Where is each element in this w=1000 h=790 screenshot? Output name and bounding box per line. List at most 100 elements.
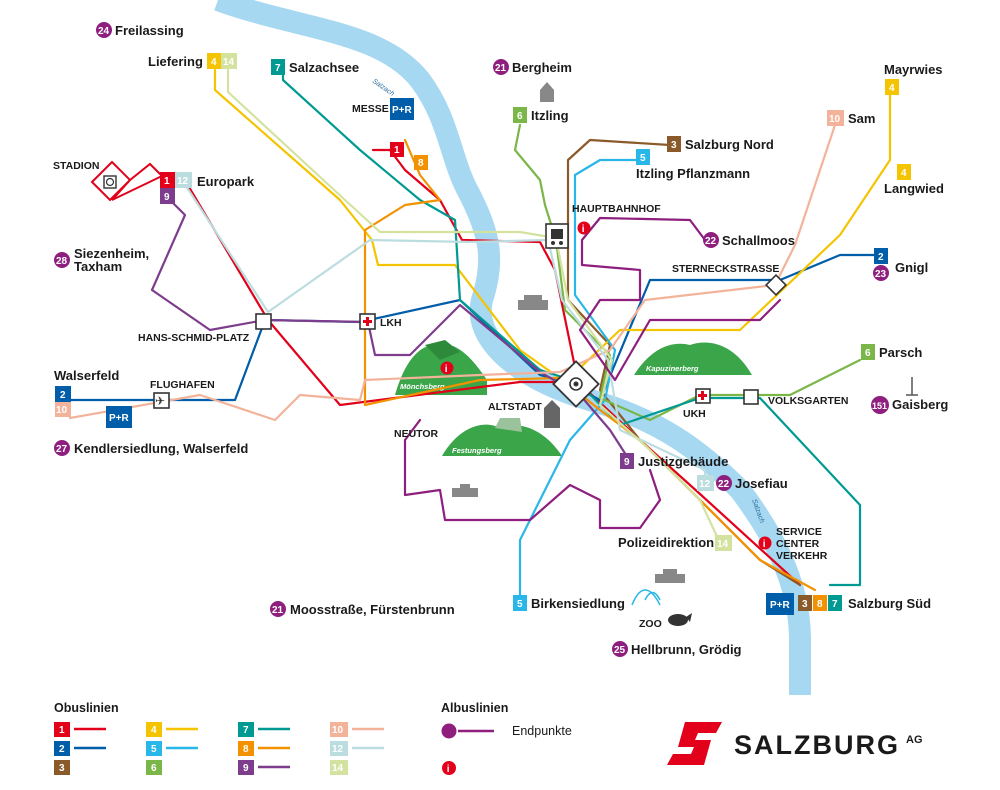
- stop-europark[interactable]: 1 12 9 Europark: [160, 172, 255, 204]
- stop-langwied[interactable]: 4 Langwied: [884, 164, 944, 196]
- stop-bergheim[interactable]: 21 Bergheim: [493, 59, 572, 75]
- hub-hauptbahnhof[interactable]: [545, 223, 569, 249]
- svg-text:P+R: P+R: [109, 413, 130, 424]
- hub-altstadt[interactable]: [552, 360, 600, 408]
- stop-kendlersiedlung[interactable]: 27 Kendlersiedlung, Walserfeld: [54, 440, 248, 456]
- legend-line-10: 10: [330, 722, 384, 737]
- svg-text:10: 10: [829, 114, 841, 125]
- stop-salzburg-nord[interactable]: 3 Salzburg Nord: [667, 136, 774, 152]
- svg-text:Gaisberg: Gaisberg: [892, 397, 948, 412]
- hill-label-kapuzinerberg: Kapuzinerberg: [646, 364, 699, 373]
- svg-text:5: 5: [517, 599, 523, 610]
- messe-line-1-badge: 1: [390, 142, 404, 157]
- svg-text:12: 12: [177, 176, 189, 187]
- svg-text:21: 21: [272, 605, 284, 616]
- legend: Obuslinien 1 2 3 4 5 6 7 8: [54, 701, 572, 775]
- info-icon-service-center[interactable]: i: [758, 536, 772, 551]
- rhino-icon: [668, 613, 692, 626]
- line-12-path: [184, 184, 707, 487]
- stop-walserfeld[interactable]: Walserfeld 2 10: [54, 368, 119, 417]
- svg-text:Taxham: Taxham: [74, 259, 122, 274]
- stop-josefiau[interactable]: 12 22 Josefiau: [697, 475, 788, 491]
- info-icon[interactable]: i: [577, 221, 591, 236]
- palace-icon: [518, 295, 548, 310]
- hub-lkh[interactable]: [359, 313, 376, 330]
- svg-text:Itzling: Itzling: [531, 108, 569, 123]
- hub-hans-schmid-platz[interactable]: [255, 313, 272, 330]
- hub-ukh[interactable]: [695, 388, 711, 404]
- svg-text:Liefering: Liefering: [148, 54, 203, 69]
- svg-text:Siezenheim,: Siezenheim,: [74, 246, 149, 261]
- stop-mayrwies[interactable]: Mayrwies 4: [884, 62, 943, 95]
- stop-gnigl[interactable]: 2 23 Gnigl: [873, 248, 928, 281]
- svg-text:9: 9: [624, 457, 630, 468]
- svg-text:10: 10: [332, 725, 344, 736]
- line-5-path: [518, 158, 642, 597]
- svg-text:Justizgebäude: Justizgebäude: [638, 454, 728, 469]
- svg-text:Gnigl: Gnigl: [895, 260, 928, 275]
- stop-polizeidirektion[interactable]: Polizeidirektion 14: [618, 535, 732, 551]
- service-center-label-2: CENTER: [776, 538, 820, 550]
- svg-text:4: 4: [151, 725, 157, 736]
- hub-label-volksgarten: VOLKSGARTEN: [768, 395, 849, 407]
- hub-sterneckstrasse[interactable]: [764, 273, 788, 297]
- svg-text:Salzburg Nord: Salzburg Nord: [685, 137, 774, 152]
- svg-text:8: 8: [418, 158, 424, 169]
- hub-label-hauptbahnhof: HAUPTBAHNHOF: [572, 203, 661, 215]
- svg-text:Walserfeld: Walserfeld: [54, 368, 119, 383]
- stop-itzling-pflanzmann[interactable]: 5 Itzling Pflanzmann: [636, 149, 750, 181]
- stop-salzachsee[interactable]: 7 Salzachsee: [271, 59, 359, 75]
- stop-salzburg-sued[interactable]: P+R 3 8 7 Salzburg Süd: [766, 593, 931, 615]
- svg-text:6: 6: [151, 763, 157, 774]
- hub-label-lkh: LKH: [380, 317, 402, 329]
- football-icon: [105, 177, 115, 187]
- svg-text:9: 9: [243, 763, 249, 774]
- svg-text:5: 5: [151, 744, 157, 755]
- hub-label-stadion: STADION: [53, 160, 99, 172]
- hub-label-zoo: ZOO: [639, 618, 662, 630]
- albus-lines: [403, 216, 782, 530]
- svg-text:7: 7: [832, 599, 838, 610]
- svg-text:7: 7: [275, 63, 281, 74]
- stop-liefering[interactable]: Liefering 4 14: [148, 53, 237, 69]
- albus-line-22: [578, 216, 782, 382]
- svg-text:2: 2: [60, 390, 66, 401]
- albus-line-south: [403, 418, 662, 530]
- stop-siezenheim[interactable]: 28 Siezenheim, Taxham: [54, 246, 149, 274]
- hellbrunn-palace-icon: [655, 569, 685, 583]
- svg-text:3: 3: [671, 140, 677, 151]
- legend-line-8: 8: [238, 741, 290, 756]
- hub-volksgarten[interactable]: [743, 389, 759, 405]
- info-icon-moenchsberg[interactable]: i: [440, 361, 454, 376]
- svg-text:Freilassing: Freilassing: [115, 23, 184, 38]
- train-icon: [551, 229, 563, 239]
- stop-hellbrunn[interactable]: 25 Hellbrunn, Grödig: [612, 641, 742, 657]
- hill-label-festungsberg: Festungsberg: [452, 446, 502, 455]
- svg-text:1: 1: [59, 725, 65, 736]
- legend-line-3: 3: [54, 760, 70, 775]
- hub-label-sterneckstrasse: STERNECKSTRASSE: [672, 263, 779, 275]
- hill-kapuzinerberg: Kapuzinerberg: [634, 342, 752, 375]
- svg-text:10: 10: [56, 405, 68, 416]
- gaisberg-tower-icon: [906, 377, 918, 396]
- svg-text:Salzburg Süd: Salzburg Süd: [848, 596, 931, 611]
- stop-freilassing[interactable]: 24 Freilassing: [96, 22, 184, 38]
- salzburg-ag-logo: SALZBURG AG: [667, 722, 923, 765]
- stop-gaisberg[interactable]: 151 Gaisberg: [871, 396, 948, 414]
- stop-justizgebaeude[interactable]: 9 Justizgebäude: [620, 453, 728, 469]
- stop-sam[interactable]: 10 Sam: [827, 110, 875, 126]
- stop-itzling[interactable]: 6 Itzling: [513, 107, 569, 123]
- legend-line-1: 1: [54, 722, 106, 737]
- stop-parsch[interactable]: 6 Parsch: [861, 344, 922, 360]
- stop-birkensiedlung[interactable]: 5 Birkensiedlung: [513, 595, 625, 611]
- svg-text:Polizeidirektion: Polizeidirektion: [618, 535, 714, 550]
- stop-moosstrasse[interactable]: 21 Moosstraße, Fürstenbrunn: [270, 601, 455, 617]
- hub-stadion[interactable]: [90, 160, 164, 202]
- svg-text:Europark: Europark: [197, 174, 255, 189]
- svg-text:28: 28: [56, 256, 68, 267]
- stop-schallmoos[interactable]: 22 Schallmoos: [703, 232, 795, 248]
- svg-text:i: i: [445, 364, 448, 375]
- svg-text:1: 1: [164, 176, 170, 187]
- hub-flughafen[interactable]: ✈: [153, 392, 170, 409]
